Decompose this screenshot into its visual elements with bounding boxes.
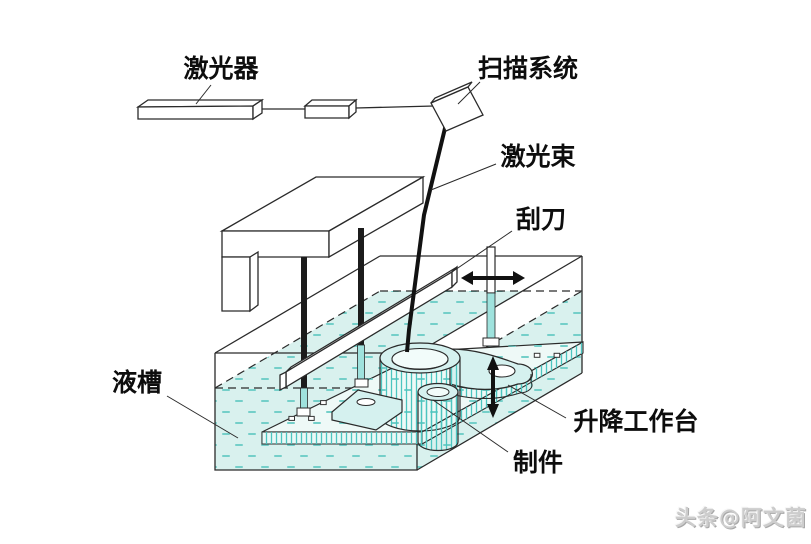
rod-back-foot bbox=[482, 337, 500, 347]
rod-back-submerged bbox=[486, 292, 496, 341]
gantry-front-face bbox=[221, 230, 330, 258]
tank-air-left-wall bbox=[215, 256, 380, 388]
workpiece-cylinder-bore-depth bbox=[391, 359, 449, 370]
workpiece-boss-body bbox=[417, 391, 459, 452]
scanner-mirror-face bbox=[430, 86, 484, 132]
scanner-leader-line bbox=[457, 81, 481, 105]
beam-leader-line bbox=[430, 163, 497, 191]
tank-topleft-edge bbox=[214, 255, 381, 354]
scanner-mirror bbox=[430, 81, 484, 132]
tank-leader-line bbox=[166, 395, 239, 439]
workpiece-base-tab bbox=[331, 389, 403, 431]
workpiece-base-hole bbox=[356, 398, 376, 406]
watermark: 头条@阿文菌 bbox=[675, 506, 807, 530]
rod-front-upper bbox=[301, 257, 307, 388]
rod-mid-upper bbox=[358, 228, 364, 345]
gantry-leg-front bbox=[221, 256, 251, 312]
scraper-left-endcap bbox=[279, 370, 287, 392]
laser-leader-line bbox=[195, 84, 212, 105]
tank-label: 液槽 bbox=[112, 368, 162, 397]
platform-label: 升降工作台 bbox=[573, 407, 698, 436]
tank-bottomright-edge bbox=[416, 372, 583, 471]
laser-box-front bbox=[137, 105, 254, 120]
gantry-bracket bbox=[219, 175, 426, 313]
platform-front-edge bbox=[261, 431, 423, 445]
part-leader-line bbox=[432, 399, 509, 453]
platform-hole bbox=[320, 400, 327, 406]
part-label: 制件 bbox=[513, 448, 563, 477]
laser-label: 激光器 bbox=[183, 54, 259, 83]
beam-expander-unit bbox=[303, 98, 358, 120]
platform-motion-arrow-icon bbox=[487, 356, 499, 418]
platform-hole bbox=[553, 352, 561, 358]
laser-box-end bbox=[252, 98, 263, 121]
platform-hole bbox=[288, 415, 295, 421]
laser-unit bbox=[135, 98, 265, 121]
gantry-leg-side bbox=[249, 250, 259, 313]
workpiece-cylinder-bore bbox=[391, 347, 449, 371]
rod-mid-foot bbox=[354, 378, 369, 388]
rod-back-upper bbox=[486, 246, 496, 294]
lift-rods bbox=[296, 228, 500, 417]
workpiece-boss-bore bbox=[426, 387, 450, 397]
scraper-right-endcap bbox=[451, 265, 458, 289]
platform-hole bbox=[533, 352, 541, 358]
beam-label: 激光束 bbox=[500, 142, 576, 171]
platform-hole-grid bbox=[288, 352, 561, 421]
expander-box-top bbox=[303, 99, 358, 107]
rod-front-submerged bbox=[300, 387, 308, 411]
rod-mid-submerged bbox=[357, 344, 365, 382]
scraper-label: 刮刀 bbox=[516, 205, 566, 234]
expander-box-front bbox=[304, 105, 350, 119]
laser-beam bbox=[405, 123, 448, 353]
scanner-label: 扫描系统 bbox=[478, 54, 578, 83]
rod-front-foot bbox=[296, 407, 311, 417]
tank-topright-edge bbox=[416, 255, 583, 354]
platform-leader-line bbox=[507, 384, 567, 419]
platform-hole bbox=[308, 415, 315, 421]
gantry-right-face bbox=[328, 175, 424, 259]
scraper-motion-arrow-icon bbox=[461, 271, 525, 285]
scraper-leader-line bbox=[451, 230, 513, 273]
beam-path-segment-2 bbox=[355, 105, 435, 109]
resin-level-leftwall bbox=[214, 290, 381, 389]
expander-box-end bbox=[348, 98, 357, 120]
